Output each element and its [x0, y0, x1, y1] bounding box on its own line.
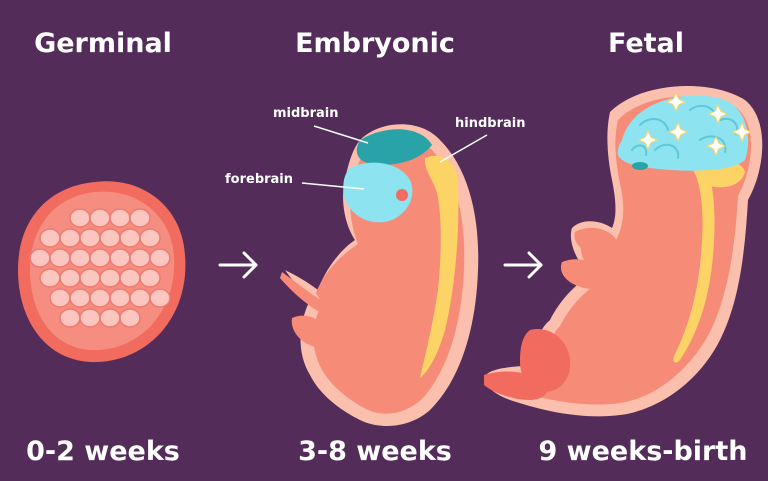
stage-title-fetal: Fetal [607, 28, 685, 59]
cell [39, 268, 61, 288]
embryo-figure [280, 124, 488, 426]
cell [79, 308, 101, 328]
stage-weeks-fetal: 9 weeks-birth [538, 436, 748, 467]
neurons-group [637, 91, 753, 157]
cell [79, 268, 101, 288]
cell [99, 228, 121, 248]
cell [29, 248, 51, 268]
cell [149, 288, 171, 308]
stage-title-embryonic: Embryonic [295, 28, 455, 59]
cell [109, 248, 131, 268]
cells-group [29, 208, 171, 328]
stage-title-germinal: Germinal [34, 28, 172, 59]
cell [99, 268, 121, 288]
cell [119, 228, 141, 248]
cell [89, 208, 111, 228]
arrow-right-icon [503, 251, 543, 279]
arrow-right-icon [218, 251, 258, 279]
cell [129, 248, 151, 268]
cell [139, 268, 161, 288]
stage-weeks-germinal: 0-2 weeks [26, 436, 180, 467]
cell [69, 248, 91, 268]
cell [59, 228, 81, 248]
cell [69, 288, 91, 308]
neuron-icon [731, 121, 753, 143]
cell [89, 288, 111, 308]
neuron-icon [665, 91, 687, 113]
cell [69, 208, 91, 228]
germinal-cell-cluster [18, 181, 186, 363]
cell [129, 288, 151, 308]
cell [59, 268, 81, 288]
cell [79, 228, 101, 248]
cell [119, 308, 141, 328]
cell [89, 248, 111, 268]
label-hindbrain: hindbrain [455, 116, 526, 131]
cell [139, 228, 161, 248]
neuron-icon [667, 121, 689, 143]
neuron-icon [637, 129, 659, 151]
fetus-figure [484, 86, 763, 417]
cell [149, 248, 171, 268]
cell [119, 268, 141, 288]
cell [59, 308, 81, 328]
cell [49, 288, 71, 308]
cell [109, 288, 131, 308]
cell [109, 208, 131, 228]
stage-weeks-embryonic: 3-8 weeks [298, 436, 452, 467]
cell [129, 208, 151, 228]
cell [39, 228, 61, 248]
cell [49, 248, 71, 268]
cell [99, 308, 121, 328]
neuron-icon [705, 135, 727, 157]
neuron-icon [707, 103, 729, 125]
label-midbrain: midbrain [273, 106, 339, 121]
label-forebrain: forebrain [225, 172, 294, 187]
